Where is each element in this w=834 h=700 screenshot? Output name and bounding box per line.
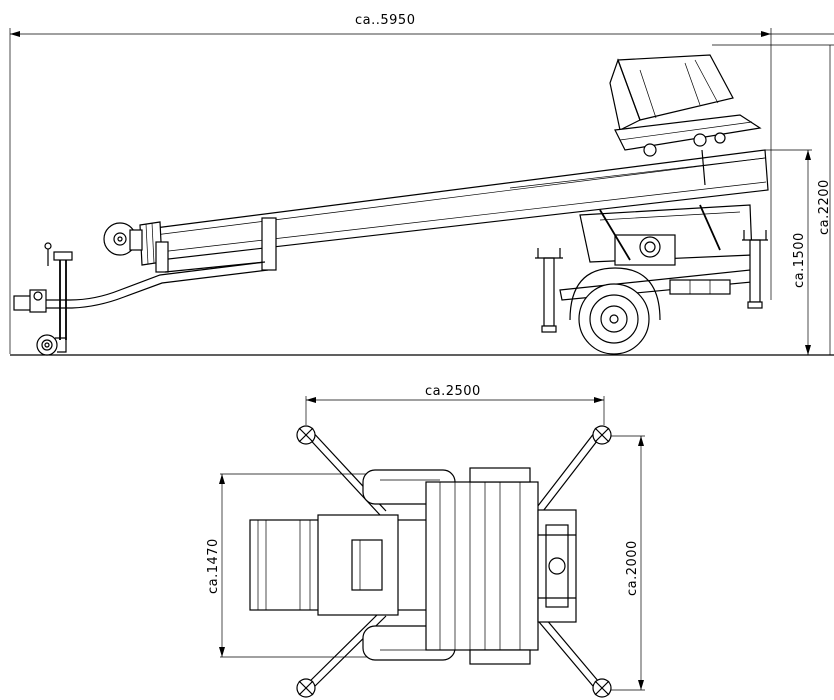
- outrigger-pad-top-left: [296, 425, 316, 445]
- telescopic-boom: [139, 149, 769, 273]
- length-dimension-label: ca..5950: [355, 13, 415, 28]
- top-boom-sections: [249, 514, 431, 616]
- dimension-outrigger-span-2500: ca.2500: [305, 384, 605, 425]
- top-rear-frame: [537, 509, 577, 623]
- dimension-width-1470: ca.1470: [206, 473, 375, 658]
- outrigger-arms: [302, 427, 605, 693]
- width-1470-label: ca.1470: [206, 538, 221, 594]
- dimension-length-2000: ca.2000: [600, 435, 645, 691]
- support-leg-rear: [742, 230, 768, 309]
- outrigger-pad-bottom-left: [296, 678, 316, 698]
- chassis: [559, 204, 753, 301]
- drawbar: [13, 261, 269, 313]
- lift-platform: [609, 54, 762, 186]
- outrigger-pad-bottom-right: [592, 678, 612, 698]
- height-1500-label: ca.1500: [792, 232, 807, 288]
- dimension-height-1500: ca.1500: [765, 149, 812, 355]
- outrigger-pad-top-right: [592, 425, 612, 445]
- jockey-wheel: [36, 242, 73, 356]
- main-wheel: [569, 267, 661, 355]
- top-view: ca.2500 ca.1470 ca.2000: [206, 384, 645, 698]
- support-leg-front: [535, 248, 563, 333]
- height-2200-label: ca.2200: [817, 179, 832, 235]
- top-platform: [425, 467, 539, 665]
- length-2000-label: ca.2000: [625, 540, 640, 596]
- side-view: ca..5950 ca.2200 ca.1500: [9, 13, 834, 356]
- dimension-length-5950: ca..5950: [9, 13, 834, 354]
- dimension-height-2200: ca.2200: [712, 44, 834, 355]
- boom-end-pulley: [103, 222, 143, 256]
- outrigger-span-label: ca.2500: [425, 384, 481, 399]
